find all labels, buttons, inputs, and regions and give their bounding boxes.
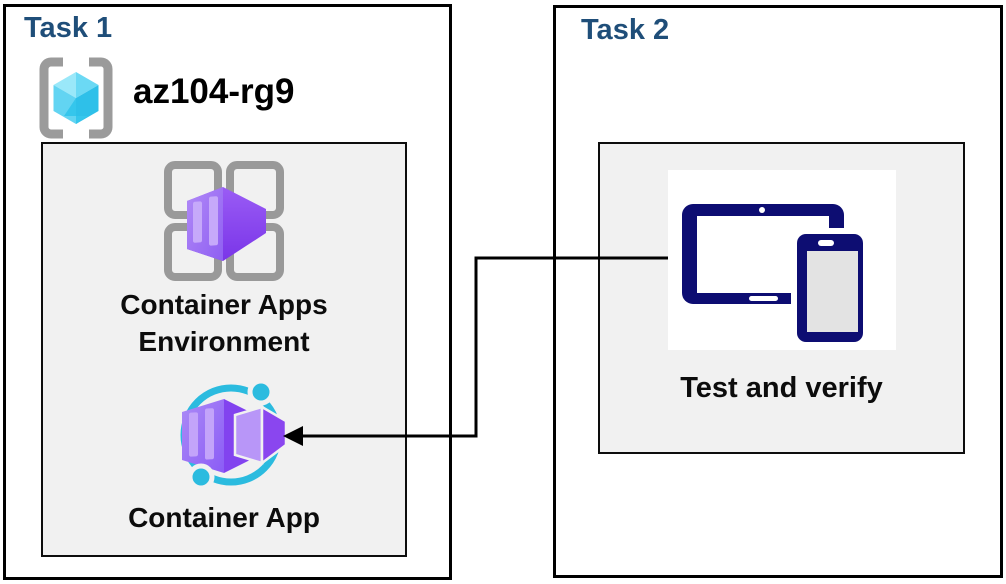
container-apps-environment-icon [164,161,284,281]
task2-title: Task 2 [581,14,670,46]
container-app-icon [180,378,288,491]
task1-title: Task 1 [24,12,113,44]
tablet-and-phone-icon [682,204,869,348]
resource-group-name: az104-rg9 [133,72,295,111]
test-and-verify-label: Test and verify [680,372,883,404]
device-icon-plate [668,170,896,350]
resource-group-icon [39,57,113,139]
container-app-label: Container App [128,502,320,533]
container-apps-environment-label: Container Apps Environment [120,289,328,357]
